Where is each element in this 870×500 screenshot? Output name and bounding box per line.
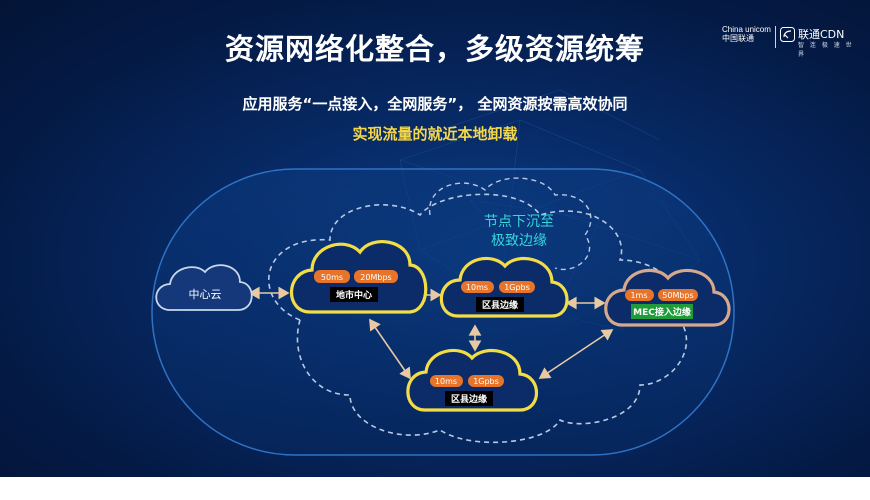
district-edge-top-name: 区县边缘 [482,299,518,311]
sink-label-line1: 节点下沉至 [484,214,554,230]
district-edge-bottom-node: 10ms 1Gpbs 区县边缘 [406,348,538,412]
district-edge-bottom-bandwidth: 1Gpbs [473,377,499,386]
district-edge-top-node: 10ms 1Gpbs 区县边缘 [439,256,569,318]
mec-edge-node: 1ms 50Mbps MEC接入边缘 [604,268,731,327]
dashed-sink-bubble [429,177,592,271]
slide-title: 资源网络化整合，多级资源统筹 [224,32,645,66]
regional-center-bandwidth-badge [354,270,398,283]
district-edge-bottom-name: 区县边缘 [451,393,487,405]
mec-edge-bandwidth-badge [658,289,698,301]
connector-regional-to-district-bottom [369,318,411,380]
sink-label-line2: 极致边缘 [491,233,547,249]
district-edge-top-latency: 10ms [466,283,488,292]
mec-edge-name-box [631,304,693,319]
center-cloud-shape [155,264,253,311]
regional-center-node: 50ms 20Mbps 地市中心 [289,240,428,314]
mec-edge-name: MEC接入边缘 [633,306,691,318]
brand-logos: China unicom中国联通 联通CDN 智 连 极 速 世 界 [722,25,862,58]
mec-edge-latency-badge [625,289,654,301]
district-edge-bottom-latency: 10ms [435,377,457,386]
connector-district-bottom-to-mec [538,329,614,379]
district-edge-top-name-box [476,297,524,312]
china-unicom-logo: China unicom中国联通 [722,25,771,43]
unicom-cdn-slogan: 智 连 极 速 世 界 [798,42,854,58]
slide-background: 节点下沉至 极致边缘 中心云 50ms 20Mbps 地市中心 [0,0,870,477]
connectors [248,286,614,380]
center-cloud-node: 中心云 [155,264,253,311]
district-edge-bottom-name-box [445,391,493,406]
unicom-cdn-logo-icon [780,27,795,42]
mec-edge-bandwidth: 50Mbps [662,291,693,300]
regional-center-name-box [330,287,378,302]
mec-edge-latency: 1ms [630,291,647,300]
district-edge-top-bandwidth-badge [499,281,535,293]
regional-center-bandwidth: 20Mbps [360,273,391,282]
regional-center-latency: 50ms [321,273,343,282]
district-edge-top-bandwidth: 1Gpbs [504,283,530,292]
district-edge-top-latency-badge [461,281,494,293]
regional-center-latency-badge [314,270,350,283]
slide-tagline: 实现流量的就近本地卸载 [352,125,518,143]
center-cloud-label: 中心云 [189,288,222,301]
district-edge-bottom-bandwidth-badge [468,375,504,387]
brand-divider [775,26,776,48]
regional-center-name: 地市中心 [336,289,372,301]
district-edge-bottom-latency-badge [430,375,463,387]
slide-subtitle: 应用服务“一点接入，全网服务”， 全网资源按需高效协同 [242,95,628,113]
network-diagram: 节点下沉至 极致边缘 中心云 50ms 20Mbps 地市中心 [151,89,735,456]
unicom-cdn-label: 联通CDN [798,28,845,41]
